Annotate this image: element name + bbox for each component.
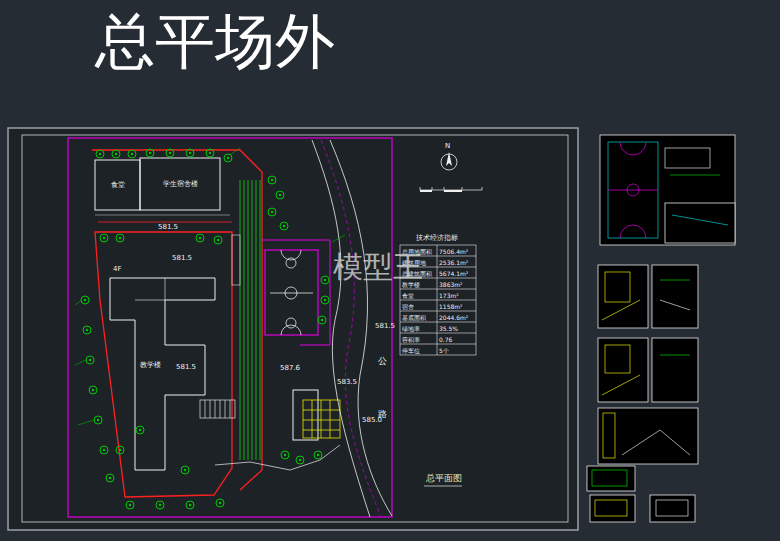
table-cell: 3863m² bbox=[439, 282, 463, 289]
table-cell: 1158m² bbox=[439, 304, 463, 311]
table-heading: 技术经济指标 bbox=[416, 235, 458, 243]
drawing-caption: 总平面图 bbox=[426, 474, 462, 484]
road-name: 公 bbox=[378, 357, 387, 367]
elevation-mark: 583.5 bbox=[337, 379, 357, 387]
table-cell: 停车位 bbox=[402, 348, 420, 355]
table-cell: 0.76 bbox=[439, 337, 452, 344]
elevation-mark: 587.6 bbox=[280, 365, 300, 373]
table-cell: 宿舍 bbox=[402, 304, 414, 311]
road-name: 路 bbox=[378, 410, 387, 420]
table-cell: 容积率 bbox=[402, 337, 420, 344]
building-name: 食堂 bbox=[111, 180, 125, 190]
building-block: 学生宿舍楼 bbox=[140, 158, 220, 210]
north-label: N bbox=[445, 143, 450, 151]
table-cell: 2536.1m² bbox=[439, 260, 468, 267]
building-name: 学生宿舍楼 bbox=[163, 179, 198, 189]
table-cell: 绿地率 bbox=[402, 326, 420, 333]
floor-count: 4F bbox=[113, 266, 121, 274]
elevation-mark: 581.5 bbox=[158, 224, 178, 232]
table-cell: 5个 bbox=[439, 348, 449, 355]
elevation-mark: 581.5 bbox=[172, 255, 192, 263]
watermark: 模型王 bbox=[333, 250, 423, 283]
table-cell: 基底面积 bbox=[402, 315, 426, 322]
table-cell: 173m² bbox=[439, 293, 459, 300]
table-cell: 食堂 bbox=[402, 293, 414, 300]
table-cell: 5674.1m² bbox=[439, 271, 468, 278]
elevation-mark: 581.5 bbox=[375, 323, 395, 331]
building-name: 教学楼 bbox=[140, 360, 161, 370]
elevation-mark: 581.5 bbox=[176, 364, 196, 372]
table-cell: 2044.6m² bbox=[439, 315, 468, 322]
sheet-title: 总平场外 bbox=[95, 8, 335, 74]
table-cell: 35.5% bbox=[439, 326, 458, 333]
building-block: 教学楼 bbox=[136, 345, 164, 385]
building-block: 食堂 bbox=[95, 160, 140, 210]
table-cell: 7506.4m² bbox=[439, 249, 468, 256]
